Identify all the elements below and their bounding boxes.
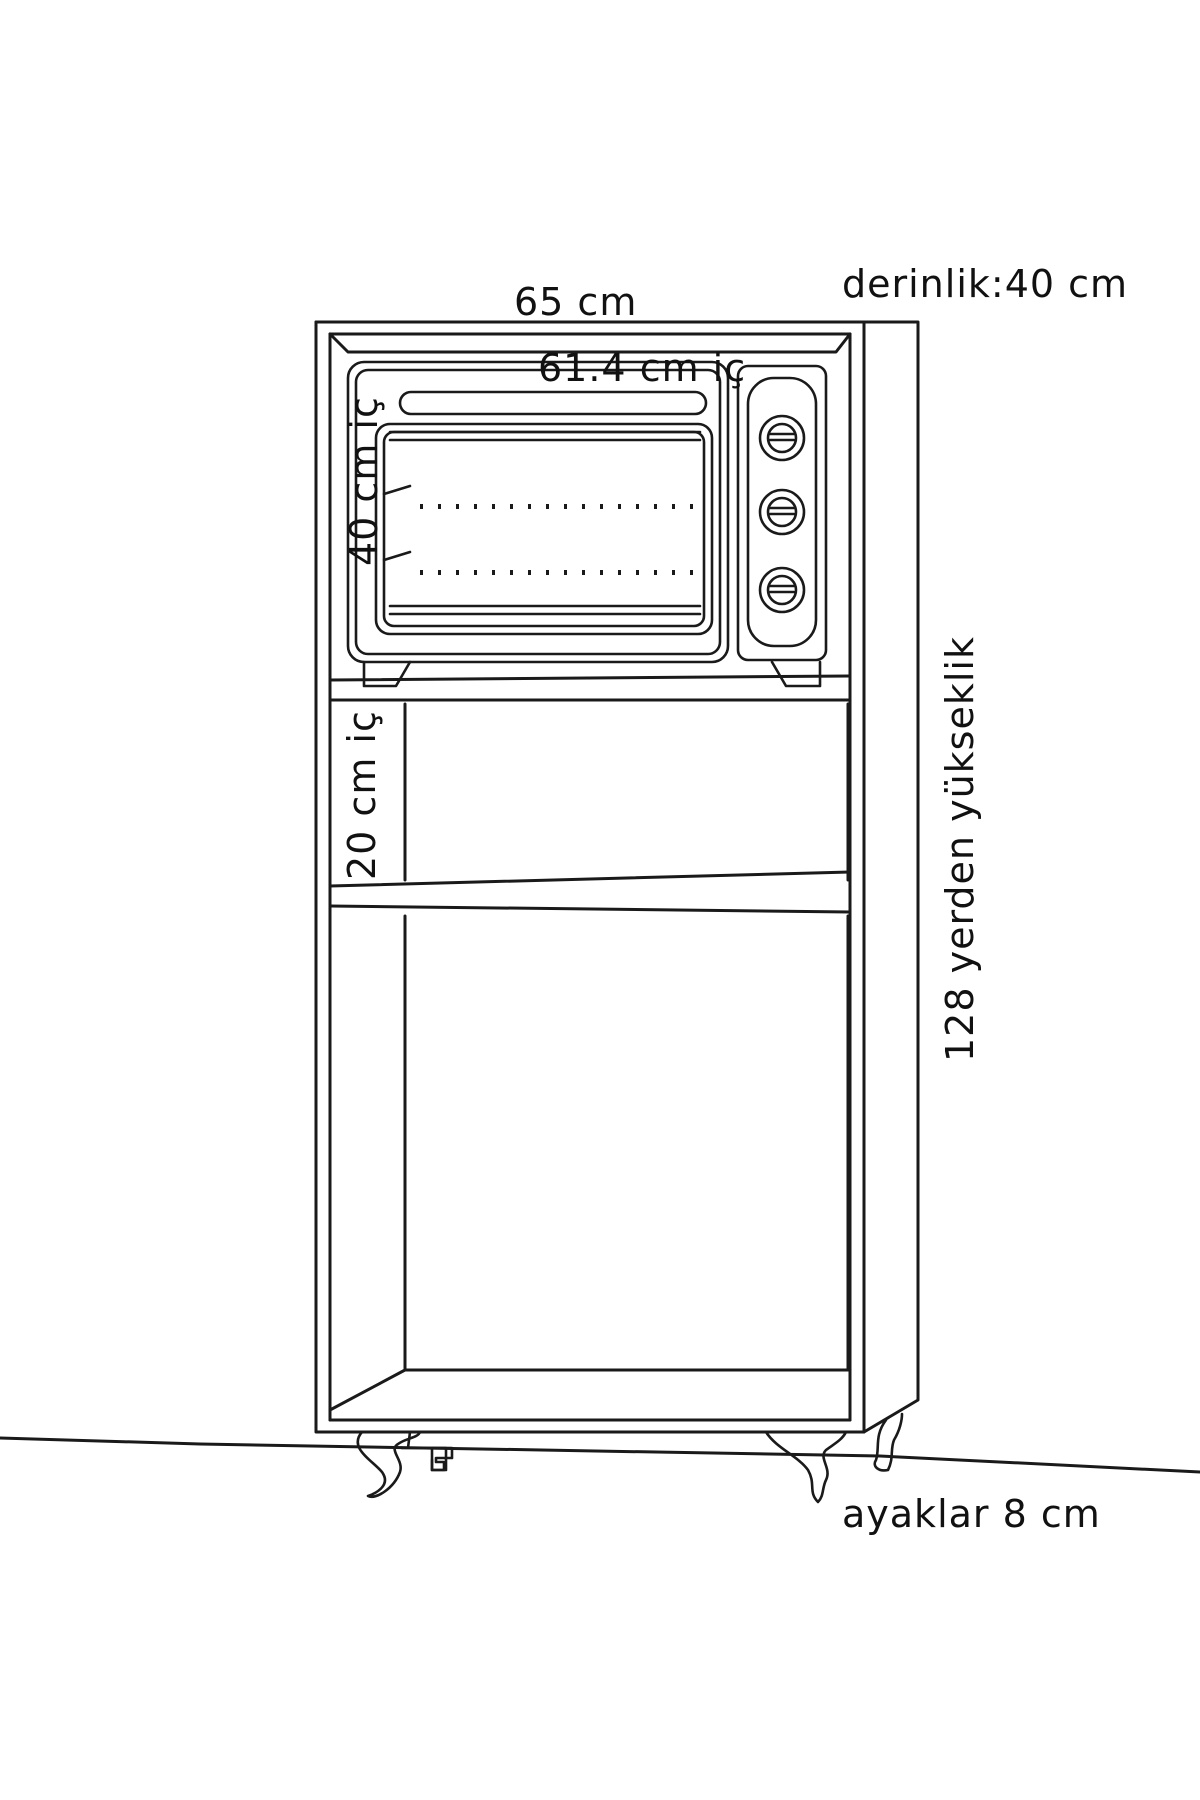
rack-dot [528, 504, 531, 509]
rack-dot [654, 504, 657, 509]
rack-dot [618, 570, 621, 575]
rack-dot [420, 504, 423, 509]
rack-dot [546, 570, 549, 575]
oven-rack-dots [420, 504, 693, 575]
rack-dot [420, 570, 423, 575]
oven-height-label: 40 cm iç [342, 396, 386, 566]
rack-dot [600, 570, 603, 575]
rack-dot [636, 504, 639, 509]
rack-dot [474, 570, 477, 575]
rack-dot [528, 570, 531, 575]
shelf-upper [328, 674, 852, 882]
rack-dot [510, 504, 513, 509]
shelf-height-label: 20 cm iç [340, 710, 384, 880]
leg-back-right [873, 1412, 904, 1472]
rack-dot [546, 504, 549, 509]
rack-dot [582, 504, 585, 509]
rack-dot [564, 570, 567, 575]
rack-dot [690, 504, 693, 509]
rack-dot [492, 570, 495, 575]
depth-label: derinlik:40 cm [842, 262, 1129, 306]
legs-label: ayaklar 8 cm [842, 1492, 1101, 1536]
rack-dot [456, 570, 459, 575]
rack-dot [438, 504, 441, 509]
knob-middle [758, 488, 806, 536]
rack-dot [654, 570, 657, 575]
rack-dot [672, 570, 675, 575]
rack-dot [564, 504, 567, 509]
rack-dot [672, 504, 675, 509]
rack-dot [474, 504, 477, 509]
oven-compartment [328, 332, 852, 354]
leg-front-right [764, 1430, 848, 1504]
rack-dot [618, 504, 621, 509]
rack-dot [690, 570, 693, 575]
knob-bottom [758, 566, 806, 614]
bottom-panel [328, 1368, 850, 1412]
rack-dot [456, 504, 459, 509]
rack-dot [600, 504, 603, 509]
inner-width-label: 61.4 cm iç [538, 346, 747, 390]
oven [346, 360, 828, 688]
knob-top [758, 414, 806, 462]
width-label: 65 cm [514, 280, 638, 324]
rack-dot [636, 570, 639, 575]
rack-dot [510, 570, 513, 575]
total-height-label: 128 yerden yükseklik [938, 636, 982, 1062]
floor-line [0, 1436, 1200, 1474]
rack-dot [438, 570, 441, 575]
rack-dot [492, 504, 495, 509]
shelf-middle [328, 870, 852, 1372]
leg-front-left [356, 1430, 422, 1499]
rack-dot [582, 570, 585, 575]
leg-back-left [400, 1430, 454, 1472]
cabinet-body [314, 320, 920, 1434]
